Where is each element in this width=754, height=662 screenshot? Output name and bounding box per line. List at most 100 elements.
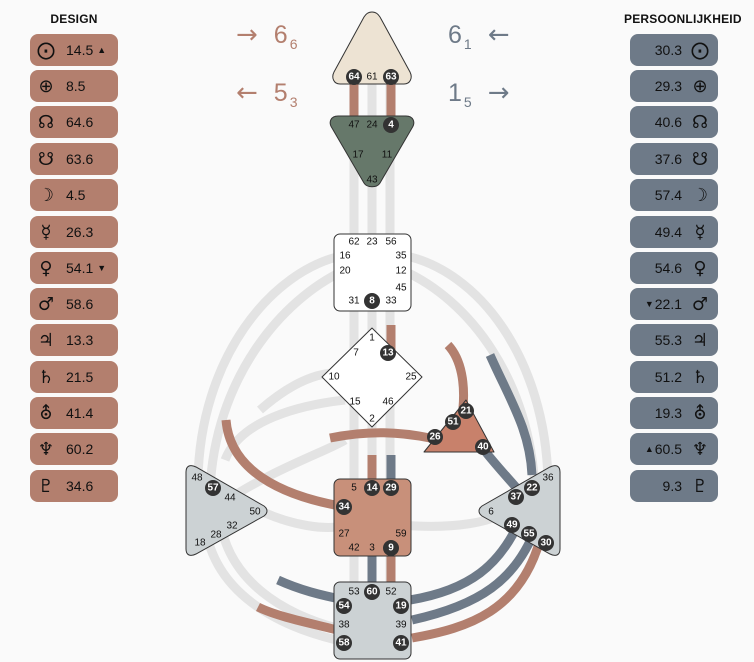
gate-27: 27 xyxy=(338,529,350,540)
variable-bottom-left-sub: 3 xyxy=(289,94,298,110)
design-venus-row[interactable]: ♀54.1▼ xyxy=(30,252,118,284)
gate-32: 32 xyxy=(226,521,238,532)
variable-bottom-right: 1 5 → xyxy=(448,80,510,110)
gate-44: 44 xyxy=(224,493,236,504)
design-moon-row[interactable]: ☽4.5 xyxy=(30,179,118,211)
mars-icon: ♂ xyxy=(691,293,709,315)
gate-40: 40 xyxy=(477,442,489,453)
personality-neptune-value: 60.5 xyxy=(654,441,682,457)
design-neptune-row[interactable]: ♆60.2 xyxy=(30,433,118,465)
personality-moon-row[interactable]: 57.4☽ xyxy=(630,179,718,211)
personality-pluto-value: 9.3 xyxy=(662,478,682,494)
personality-north-node-row[interactable]: 40.6☊ xyxy=(630,106,718,138)
mercury-icon: ☿ xyxy=(40,221,52,243)
personality-venus-row[interactable]: 54.6♀ xyxy=(630,252,718,284)
gate-6: 6 xyxy=(488,507,494,518)
personality-venus-value: 54.6 xyxy=(654,260,682,276)
personality-saturn-row[interactable]: 51.2♄ xyxy=(630,361,718,393)
gate-8: 8 xyxy=(369,296,375,307)
gate-19: 19 xyxy=(395,601,407,612)
design-south-node-value: 63.6 xyxy=(66,151,94,167)
gate-26: 26 xyxy=(429,432,441,443)
design-uranus-row[interactable]: ⛢ 41.4 xyxy=(30,397,118,429)
gate-2: 2 xyxy=(369,414,375,425)
root-center[interactable] xyxy=(333,581,412,660)
personality-uranus-value: 19.3 xyxy=(654,405,682,421)
uranus-icon: ⛢ xyxy=(693,402,707,424)
channel-25-51 xyxy=(444,341,469,409)
gate-13: 13 xyxy=(382,348,394,359)
gate-20: 20 xyxy=(339,266,351,277)
pluto-icon: ♇ xyxy=(37,475,55,497)
personality-south-node-row[interactable]: 37.6☋ xyxy=(630,143,718,175)
design-north-node-value: 64.6 xyxy=(66,114,94,130)
gate-29: 29 xyxy=(385,483,397,494)
design-south-node-row[interactable]: ☋63.6 xyxy=(30,143,118,175)
variable-top-right-number: 6 xyxy=(448,21,462,49)
personality-sun-row[interactable]: 30.3⨀ xyxy=(630,34,718,66)
gate-56: 56 xyxy=(385,237,397,248)
gate-41: 41 xyxy=(395,638,407,649)
design-mars-row[interactable]: ♂58.6 xyxy=(30,288,118,320)
throat-center[interactable] xyxy=(333,233,412,312)
personality-neptune-row[interactable]: ▲60.5♆ xyxy=(630,433,718,465)
design-north-node-row[interactable]: ☊64.6 xyxy=(30,106,118,138)
gate-17: 17 xyxy=(352,150,364,161)
design-jupiter-row[interactable]: ♃13.3 xyxy=(30,324,118,356)
channel-19-49 xyxy=(409,518,525,605)
variable-top-left: → 6 6 xyxy=(236,22,298,52)
sun-icon: ⨀ xyxy=(37,39,55,61)
gate-31: 31 xyxy=(348,296,360,307)
gate-49: 49 xyxy=(506,520,518,531)
variable-bottom-left-number: 5 xyxy=(273,79,288,107)
design-mercury-row[interactable]: ☿ 26.3 xyxy=(30,216,118,248)
gate-7: 7 xyxy=(353,348,359,359)
sun-icon: ⨀ xyxy=(691,39,709,61)
gate-14: 14 xyxy=(366,483,378,494)
personality-uranus-row[interactable]: 19.3 ⛢ xyxy=(630,397,718,429)
personality-pluto-row[interactable]: 9.3 ♇ xyxy=(630,470,718,502)
personality-mercury-row[interactable]: 49.4 ☿ xyxy=(630,216,718,248)
design-saturn-row[interactable]: ♄ 21.5 xyxy=(30,361,118,393)
g-center[interactable] xyxy=(321,327,423,428)
neptune-icon: ♆ xyxy=(691,438,709,460)
earth-icon: ⊕ xyxy=(38,75,54,97)
gate-12: 12 xyxy=(395,266,407,277)
gate-50: 50 xyxy=(249,507,261,518)
mercury-icon: ☿ xyxy=(694,221,706,243)
personality-earth-row[interactable]: 29.3⊕ xyxy=(630,70,718,102)
personality-mars-row[interactable]: ▼22.1♂ xyxy=(630,288,718,320)
uranus-icon: ⛢ xyxy=(39,402,53,424)
variable-bottom-right-sub: 5 xyxy=(463,94,472,110)
ajna-center[interactable] xyxy=(329,115,415,188)
design-earth-row[interactable]: ⊕8.5 xyxy=(30,70,118,102)
gate-57: 57 xyxy=(207,483,219,494)
channel-line xyxy=(401,250,553,481)
gate-34: 34 xyxy=(338,502,350,513)
personality-mercury-value: 49.4 xyxy=(654,224,682,240)
saturn-icon: ♄ xyxy=(37,366,55,388)
design-uranus-value: 41.4 xyxy=(66,405,94,421)
channel-35-36 xyxy=(485,353,537,476)
venus-icon: ♀ xyxy=(39,257,53,279)
gate-43: 43 xyxy=(366,175,378,186)
design-saturn-value: 21.5 xyxy=(66,369,94,385)
north-node-icon: ☊ xyxy=(692,111,708,133)
pluto-icon: ♇ xyxy=(691,475,709,497)
gate-55: 55 xyxy=(523,529,535,540)
gate-1: 1 xyxy=(369,333,375,344)
neptune-icon: ♆ xyxy=(37,438,55,460)
design-sun-row[interactable]: ⨀14.5▲ xyxy=(30,34,118,66)
sacral-center[interactable] xyxy=(333,478,412,557)
gate-11: 11 xyxy=(382,150,393,161)
design-mercury-value: 26.3 xyxy=(66,224,94,240)
variable-top-left-number: 6 xyxy=(273,21,288,49)
gate-47: 47 xyxy=(348,120,360,131)
design-pluto-row[interactable]: ♇34.6 xyxy=(30,470,118,502)
variable-top-left-sub: 6 xyxy=(289,36,298,52)
head-center[interactable] xyxy=(332,11,412,85)
personality-jupiter-row[interactable]: 55.3♃ xyxy=(630,324,718,356)
gate-21: 21 xyxy=(460,406,472,417)
jupiter-icon: ♃ xyxy=(37,329,55,351)
